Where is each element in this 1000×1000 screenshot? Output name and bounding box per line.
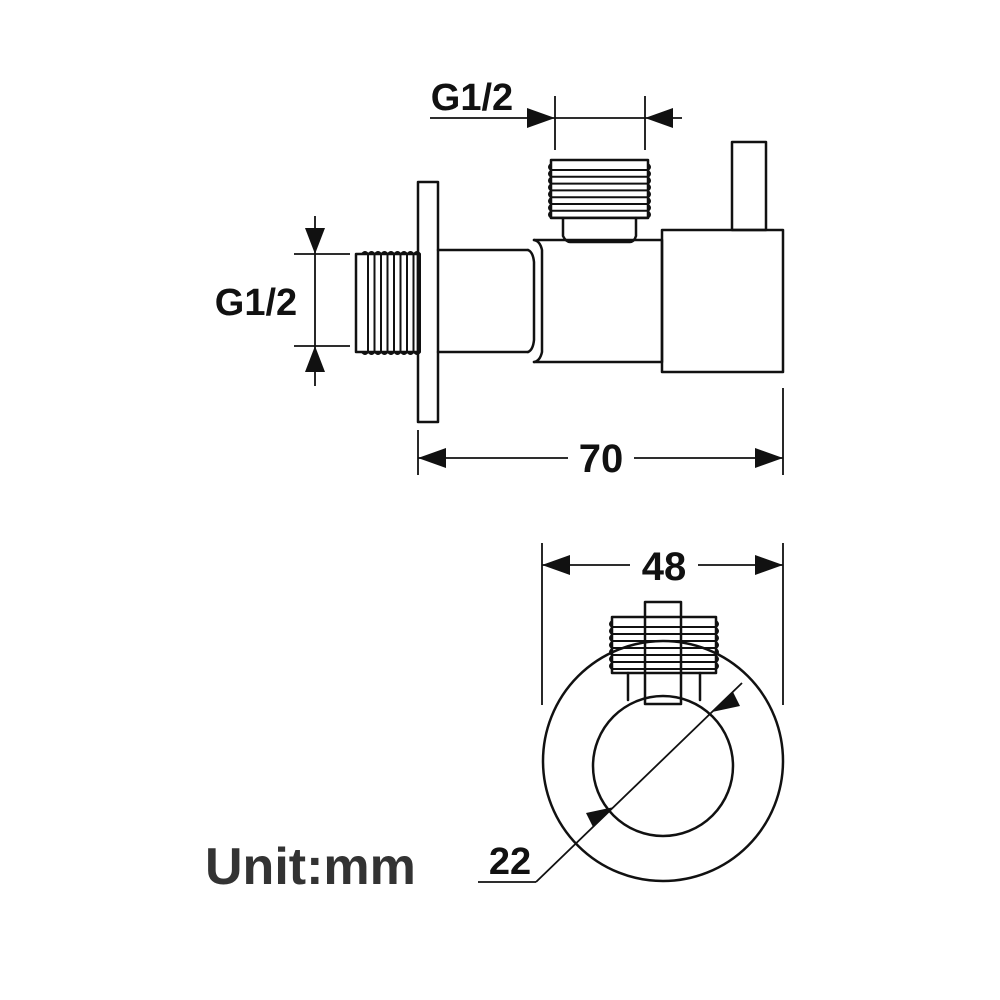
length-dimension: 70 — [417, 388, 784, 481]
length-label: 70 — [579, 437, 624, 481]
handle-head — [660, 140, 785, 374]
handle-stem — [643, 600, 683, 706]
front-outlet-thread — [609, 615, 719, 702]
handle-disc — [591, 694, 735, 838]
front-view: 48 22 — [478, 543, 785, 883]
width-label: 48 — [642, 545, 687, 589]
outlet-thread — [548, 158, 651, 244]
side-view: G1/2 G1/2 70 — [215, 77, 785, 481]
inlet-thread — [354, 251, 421, 355]
diameter-dimension: 22 — [478, 682, 743, 883]
side-thread-dimension: G1/2 — [215, 216, 350, 386]
top-thread-label: G1/2 — [431, 77, 513, 119]
valve-neck — [436, 248, 536, 354]
side-thread-label: G1/2 — [215, 282, 297, 324]
diameter-label: 22 — [489, 841, 531, 883]
body-outline — [541, 639, 785, 883]
width-dimension: 48 — [541, 543, 784, 705]
unit-label: Unit:mm — [205, 838, 416, 896]
valve-body — [532, 238, 664, 364]
top-thread-dimension: G1/2 — [430, 77, 682, 150]
